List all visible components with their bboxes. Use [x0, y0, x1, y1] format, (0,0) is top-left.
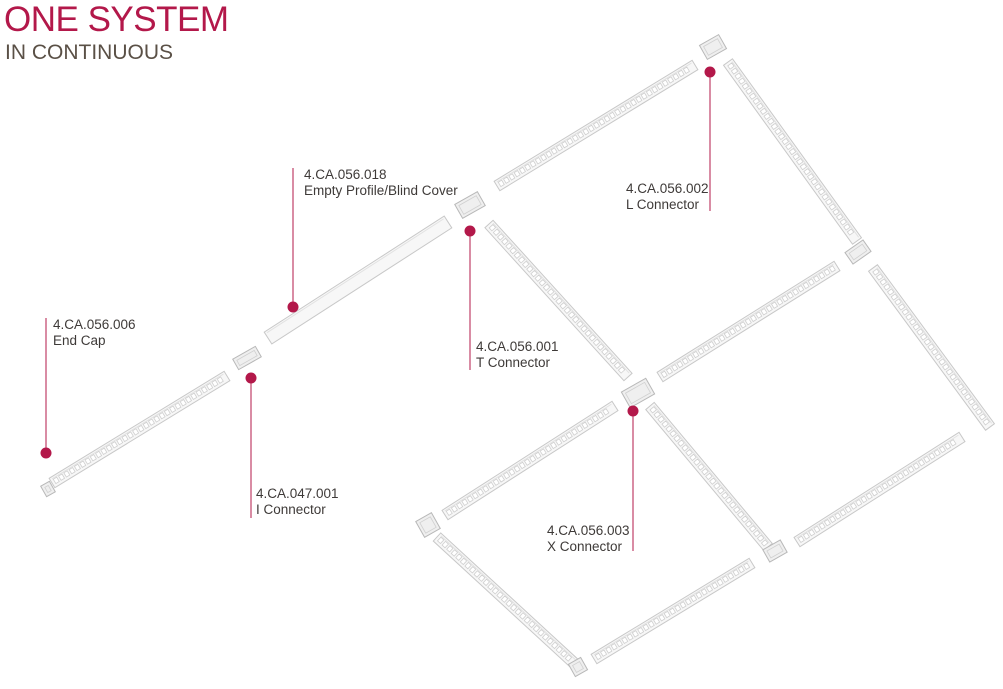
i-connector-part: [232, 345, 262, 371]
blind-cover-profile: [263, 215, 453, 345]
label-blind-cover: 4.CA.056.018 Empty Profile/Blind Cover: [304, 167, 458, 199]
end-cap-part: [567, 656, 589, 678]
callout-dot: [40, 447, 52, 459]
i-connector-part: [844, 239, 872, 265]
led-profile: [645, 401, 773, 552]
callout-t-connector: [464, 225, 476, 370]
led-profile: [793, 431, 966, 548]
l-connector-code: 4.CA.056.002: [626, 181, 709, 196]
callout-i-connector: [245, 372, 257, 518]
t-connector-name: T Connector: [476, 355, 551, 370]
callout-dot: [704, 66, 716, 78]
led-profile: [432, 532, 580, 669]
led-profile: [656, 260, 841, 383]
page-title: ONE SYSTEM: [4, 0, 229, 39]
led-profile: [867, 264, 996, 431]
callout-dot: [464, 225, 476, 237]
callout-dot: [287, 301, 299, 313]
led-profile: [484, 219, 633, 382]
label-x-connector: 4.CA.056.003 X Connector: [547, 523, 630, 555]
led-profile: [590, 557, 756, 665]
blind-cover-name: Empty Profile/Blind Cover: [304, 183, 458, 198]
i-connector-name: I Connector: [256, 502, 326, 517]
callout-blind-cover: [287, 168, 299, 313]
label-i-connector: 4.CA.047.001 I Connector: [256, 486, 339, 518]
end-cap-part: [40, 480, 56, 498]
label-t-connector: 4.CA.056.001 T Connector: [476, 339, 559, 371]
led-profile: [493, 59, 699, 192]
callout-dot: [245, 372, 257, 384]
t-connector-part: [454, 190, 486, 220]
t-connector-code: 4.CA.056.001: [476, 339, 559, 354]
i-connector-part: [762, 539, 788, 563]
end-cap-code: 4.CA.056.006: [53, 317, 136, 332]
led-profile: [441, 400, 619, 521]
i-connector-code: 4.CA.047.001: [256, 486, 339, 501]
label-end-cap: 4.CA.056.006 End Cap: [53, 317, 136, 349]
x-connector-name: X Connector: [547, 539, 623, 554]
end-cap-name: End Cap: [53, 333, 106, 348]
led-profile: [722, 58, 863, 245]
label-l-connector: 4.CA.056.002 L Connector: [626, 181, 709, 213]
l-connector-part: [698, 33, 728, 61]
x-connector-part: [620, 377, 656, 409]
callout-dot: [627, 405, 639, 417]
l-connector-name: L Connector: [626, 197, 700, 212]
callout-end-cap: [40, 318, 52, 459]
callout-l-connector: [704, 66, 716, 211]
l-connector-part: [415, 512, 441, 538]
profile-assembly: [40, 33, 996, 678]
page-subtitle: IN CONTINUOUS: [5, 41, 173, 64]
x-connector-code: 4.CA.056.003: [547, 523, 630, 538]
blind-cover-code: 4.CA.056.018: [304, 167, 387, 182]
led-profile: [48, 370, 231, 489]
callout-lines: [40, 66, 716, 551]
callout-x-connector: [627, 405, 639, 551]
